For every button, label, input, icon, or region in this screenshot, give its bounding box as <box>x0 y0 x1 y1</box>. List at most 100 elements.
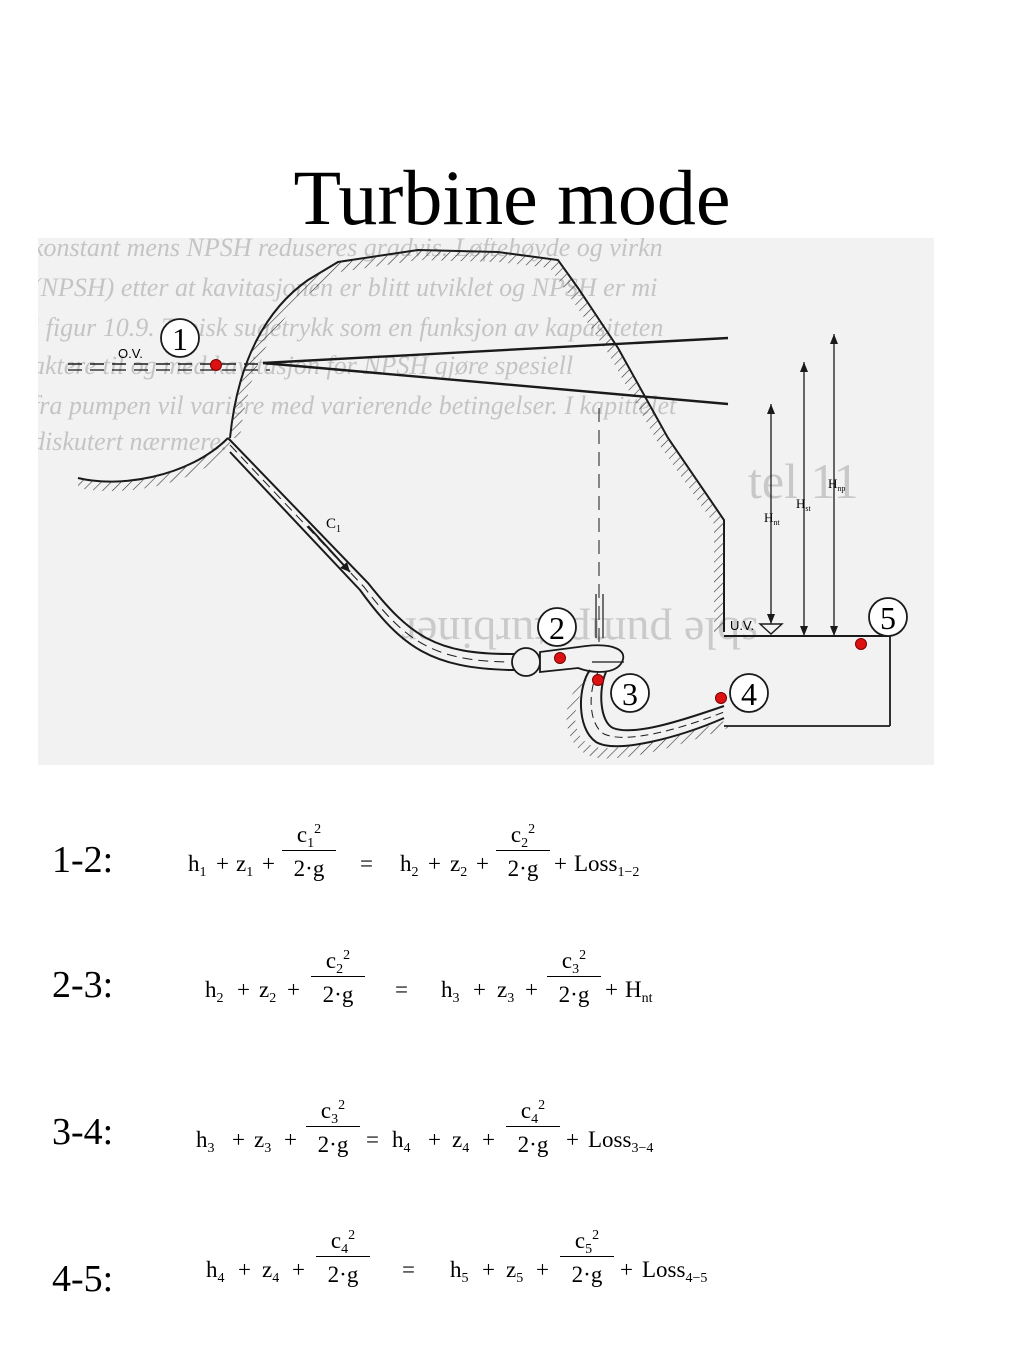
h-np-arrow-top <box>830 334 838 344</box>
point-2-circle <box>537 607 577 647</box>
velocity-label: C1 <box>326 516 341 535</box>
plus-sign: + <box>620 1257 633 1282</box>
velocity-arrow <box>307 525 351 573</box>
penstock-centerline <box>229 444 511 663</box>
h-np-label: Hnp <box>828 476 845 493</box>
h-st-label: Hst <box>796 496 812 513</box>
plus-sign: + <box>284 1127 297 1152</box>
ghost-text-line: aktere til og med kavitasjon for NPSH gj… <box>38 351 573 380</box>
plus-sign: + <box>482 1257 495 1282</box>
lower-water-label: U.V. <box>730 618 754 633</box>
plus-sign: + <box>292 1257 305 1282</box>
rhs-h: h4 <box>392 1127 411 1156</box>
pumped-storage-diagram: konstant mens NPSH reduseres gradvis. Lø… <box>38 238 934 765</box>
plus-sign: + <box>605 977 618 1002</box>
equation-label: 2-3: <box>52 964 114 1006</box>
station-points: 1 2 3 4 5 <box>160 318 908 713</box>
ghost-text-line: (NPSH) etter at kavitasjonen er blitt ut… <box>38 273 657 302</box>
plus-sign: + <box>262 851 275 876</box>
draft-tube-inner <box>600 671 725 732</box>
lhs-z: z3 <box>254 1127 272 1156</box>
lhs-h: h3 <box>196 1127 215 1156</box>
equals-sign: = <box>402 1257 415 1282</box>
point-5-marker <box>855 638 867 650</box>
point-4-marker <box>715 692 727 704</box>
rhs-velocity-fraction: c32 2·g <box>545 946 603 1007</box>
point-3-label: 3 <box>622 676 638 712</box>
plus-sign: + <box>238 1257 251 1282</box>
equation-label: 4-5: <box>52 1258 114 1300</box>
lhs-z: z4 <box>262 1257 280 1286</box>
point-2-label: 2 <box>549 610 565 646</box>
point-3-marker <box>592 674 604 686</box>
loss-term: Loss4−5 <box>642 1257 708 1286</box>
plus-sign: + <box>566 1127 579 1152</box>
lhs-z: z1 <box>236 851 254 880</box>
velocity-arrowhead <box>340 562 350 572</box>
h-nt-label: Hnt <box>764 510 780 527</box>
h-nt-arrow-top <box>767 404 775 414</box>
rhs-z: z4 <box>452 1127 470 1156</box>
h-np-arrow-bottom <box>830 626 838 636</box>
equation-label: 1-2: <box>52 839 114 881</box>
lhs-h: h1 <box>188 851 207 880</box>
penstock-top-wall <box>227 437 518 655</box>
lhs-velocity-fraction: c12 2·g <box>280 820 338 881</box>
plus-sign: + <box>476 851 489 876</box>
lhs-h: h2 <box>205 977 224 1006</box>
plus-sign: + <box>287 977 300 1002</box>
page-title: Turbine mode <box>293 154 731 241</box>
point-5-circle <box>868 597 908 637</box>
lhs-z: z2 <box>259 977 277 1006</box>
draft-tube-centerline <box>590 671 725 738</box>
energy-line-upper <box>262 336 729 365</box>
rhs-z: z2 <box>450 851 468 880</box>
point-4-label: 4 <box>741 676 757 712</box>
equals-sign: = <box>395 977 408 1002</box>
plus-sign: + <box>428 1127 441 1152</box>
ghost-heading: tel 11 <box>748 453 859 509</box>
ghost-text-line: i figur 10.9. Typisk sugetrykk som en fu… <box>38 313 663 342</box>
point-4-circle <box>729 673 769 713</box>
plus-sign: + <box>473 977 486 1002</box>
point-2-marker <box>554 652 566 664</box>
equals-sign: = <box>366 1127 379 1152</box>
rhs-z: z5 <box>506 1257 524 1286</box>
rhs-velocity-fraction: c22 2·g <box>494 820 552 881</box>
point-1-label: 1 <box>172 321 188 357</box>
rhs-velocity-fraction: c52 2·g <box>558 1226 616 1287</box>
lhs-velocity-fraction: c32 2·g <box>304 1096 362 1157</box>
inlet-valve <box>511 647 541 677</box>
equation-label: 3-4: <box>52 1111 114 1153</box>
draft-tube-outer <box>580 669 725 748</box>
energy-line-lower <box>262 361 729 406</box>
plus-sign: + <box>237 977 250 1002</box>
ghost-text-line: konstant mens NPSH reduseres gradvis. Lø… <box>38 238 663 262</box>
rhs-h: h3 <box>441 977 460 1006</box>
draft-tube-hatch <box>566 678 728 759</box>
rhs-h: h2 <box>400 851 419 880</box>
plus-sign: + <box>554 851 567 876</box>
ghost-text-line: diskutert nærmere. <box>38 427 227 456</box>
loss-term: Loss3−4 <box>588 1127 654 1156</box>
equals-sign: = <box>360 851 373 876</box>
lhs-velocity-fraction: c42 2·g <box>314 1226 372 1287</box>
lhs-velocity-fraction: c22 2·g <box>309 946 367 1007</box>
rhs-velocity-fraction: c42 2·g <box>504 1096 562 1157</box>
plus-sign: + <box>216 851 229 876</box>
plus-sign: + <box>232 1127 245 1152</box>
point-5-label: 5 <box>880 600 896 636</box>
plus-sign: + <box>536 1257 549 1282</box>
h-nt-arrow-bottom <box>767 614 775 624</box>
h-st-arrow-top <box>800 362 808 372</box>
ghost-text-line: fra pumpen vil variere med varierende be… <box>38 391 677 420</box>
point-1-marker <box>210 359 222 371</box>
loss-term: Loss1−2 <box>574 851 640 880</box>
h-st-arrow-bottom <box>800 626 808 636</box>
upper-reservoir-bed <box>77 437 229 483</box>
diagram-svg: konstant mens NPSH reduseres gradvis. Lø… <box>38 238 934 765</box>
point-3-circle <box>610 673 650 713</box>
upper-water-label: O.V. <box>118 346 143 361</box>
point-1-circle <box>160 318 200 358</box>
head-term: Hnt <box>625 977 653 1006</box>
